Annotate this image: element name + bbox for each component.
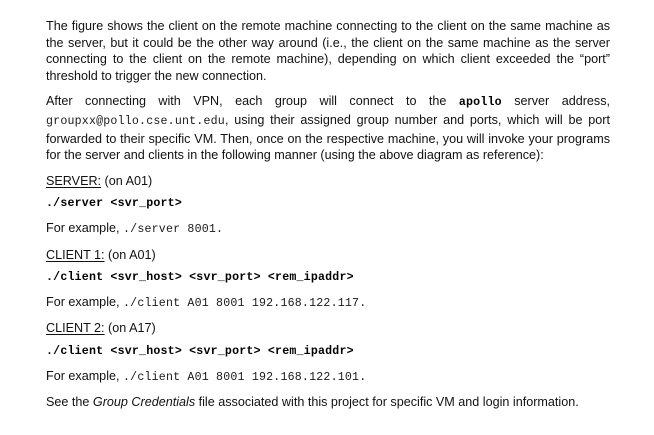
credentials-text-part-2: file associated with this project for sp… (195, 395, 579, 410)
example-prefix-client-2: For example, (46, 368, 123, 383)
command-syntax-client-1: ./client <svr_host> <svr_port> <rem_ipad… (46, 271, 354, 285)
example-command-client-1: ./client A01 8001 192.168.122.117. (123, 296, 367, 310)
section-host-client-1: (on A01) (104, 247, 156, 262)
vpn-text-part-1: After connecting with VPN, each group wi… (46, 94, 459, 109)
section-label-client-2: CLIENT 2: (46, 321, 105, 336)
server-address: groupxx@pollo.cse.unt.edu (46, 114, 225, 128)
section-label-client-1: CLIENT 1: (46, 247, 105, 262)
group-credentials-title: Group Credentials (92, 395, 196, 410)
example-server: For example, ./server 8001. (46, 220, 610, 239)
paragraph-figure-description: The figure shows the client on the remot… (46, 19, 610, 83)
paragraph-vpn-connection: After connecting with VPN, each group wi… (46, 93, 610, 163)
section-host-client-2: (on A17) (104, 321, 156, 336)
section-heading-client-2: CLIENT 2: (on A17) (46, 320, 610, 337)
section-heading-server: SERVER: (on A01) (46, 173, 610, 190)
command-syntax-client-2: ./client <svr_host> <svr_port> <rem_ipad… (46, 344, 354, 358)
section-host-server: (on A01) (101, 173, 153, 188)
section-label-server: SERVER: (46, 173, 102, 188)
apollo-keyword: apollo (458, 96, 502, 110)
vpn-text-part-2: server address, (501, 94, 610, 109)
example-command-client-2: ./client A01 8001 192.168.122.101. (123, 370, 367, 384)
example-client-2: For example, ./client A01 8001 192.168.1… (46, 368, 610, 387)
paragraph-group-credentials: See the Group Credentials file associate… (46, 394, 610, 411)
command-syntax-server: ./server <svr_port> (46, 197, 182, 211)
example-prefix-server: For example, (46, 220, 123, 235)
section-heading-client-1: CLIENT 1: (on A01) (46, 247, 610, 264)
credentials-text-part-1: See the (46, 395, 93, 410)
example-prefix-client-1: For example, (46, 294, 123, 309)
example-client-1: For example, ./client A01 8001 192.168.1… (46, 294, 610, 313)
vpn-text-part-3: , using their assigned group number and … (46, 112, 610, 163)
example-command-server: ./server 8001. (123, 222, 224, 236)
